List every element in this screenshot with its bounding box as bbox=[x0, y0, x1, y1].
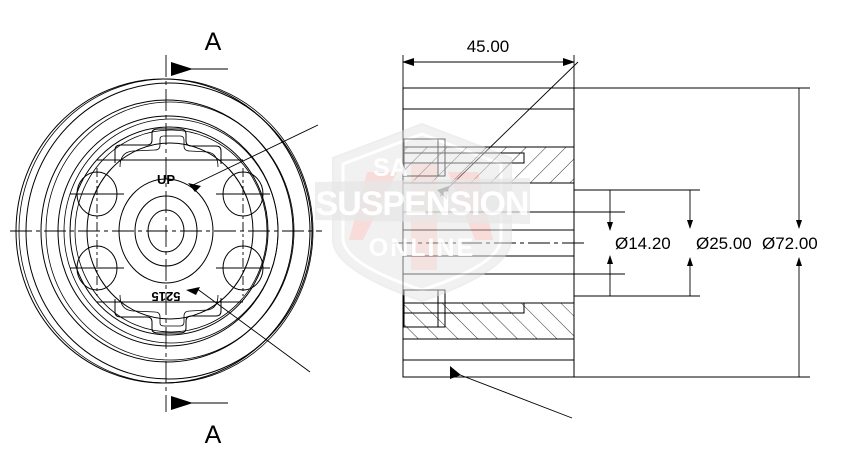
dim-text-d2500: Ø25.00 bbox=[696, 234, 752, 253]
section-band-lower-mid bbox=[402, 273, 575, 304]
section-channel-bottom bbox=[403, 302, 525, 314]
section-band-top-sleeve bbox=[402, 108, 575, 148]
leader-arrow-upper bbox=[188, 183, 201, 192]
marking-part-number: 5215 bbox=[152, 289, 181, 304]
bolt-circle-construction bbox=[97, 159, 243, 303]
section-arrow-top bbox=[171, 62, 228, 76]
bottom-slot-outline-inner bbox=[119, 294, 219, 327]
section-leader-arrow-lower bbox=[450, 366, 461, 379]
section-band-upper-mid bbox=[402, 182, 575, 213]
bottom-slot-outline bbox=[114, 298, 222, 334]
dim-text-d1420: Ø14.20 bbox=[615, 234, 671, 253]
marking-up: UP bbox=[157, 172, 175, 187]
dim-text-width: 45.00 bbox=[467, 37, 510, 56]
leader-arrow-lower bbox=[186, 287, 200, 295]
section-arrow-bottom bbox=[171, 396, 228, 410]
dim-text-d7200: Ø72.00 bbox=[762, 234, 818, 253]
section-leader-lower bbox=[454, 372, 573, 419]
section-band-top-rubber-hatch bbox=[403, 147, 574, 183]
section-band-bottom-rubber-hatch bbox=[403, 303, 574, 339]
bolt-hole-vertical-centers bbox=[96, 168, 244, 296]
section-band-bottom-sleeve bbox=[402, 338, 575, 361]
leader-line-lower bbox=[195, 287, 311, 373]
top-slot-outline-inner bbox=[119, 135, 219, 168]
top-slot-outline bbox=[114, 128, 222, 164]
section-label-top: A bbox=[205, 28, 222, 56]
dimension-group: 45.00 Ø14.20 Ø25.00 Ø72.00 bbox=[402, 37, 818, 378]
leader-line-upper bbox=[192, 124, 319, 186]
section-label-bottom: A bbox=[205, 421, 222, 449]
front-view-group: UP 5215 A A bbox=[10, 28, 322, 449]
section-leader-arrow-upper bbox=[437, 186, 449, 200]
section-view-group bbox=[392, 61, 586, 419]
section-band-bottom-outer bbox=[402, 359, 575, 378]
section-bore-wall-bottom bbox=[402, 255, 575, 275]
section-bore-wall-top bbox=[402, 211, 575, 231]
